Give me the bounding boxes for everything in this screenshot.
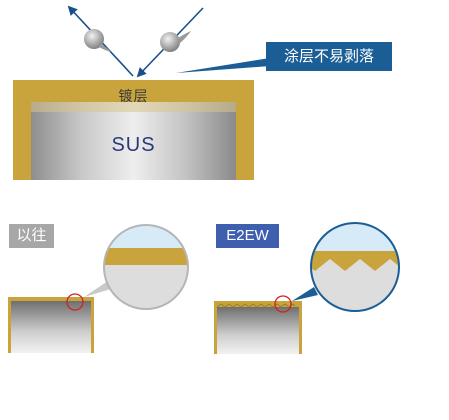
sus-substrate [31, 102, 236, 180]
right-droplet-icon [160, 31, 191, 52]
old-zoom-content [104, 225, 188, 309]
arrows-droplets [67, 5, 204, 78]
old-method-diagram [8, 224, 189, 353]
new-zoom-content [311, 223, 399, 311]
old-marker-circle [66, 293, 84, 311]
plating-label: 镀层 [118, 88, 149, 104]
new-method-diagram [214, 222, 400, 354]
new-marker-circle [274, 295, 292, 313]
new-method-label: E2EW [216, 224, 279, 248]
callout-label: 涂层不易剥落 [266, 42, 392, 71]
left-droplet-icon [84, 29, 111, 52]
new-block-substrate [217, 307, 299, 354]
old-method-label: 以往 [9, 224, 54, 248]
substrate-label: SUS [111, 134, 156, 156]
coated-block [13, 80, 254, 180]
callout-pointer [176, 58, 270, 73]
old-zoom-lens [103, 224, 189, 310]
new-zoom-lens [310, 222, 400, 312]
